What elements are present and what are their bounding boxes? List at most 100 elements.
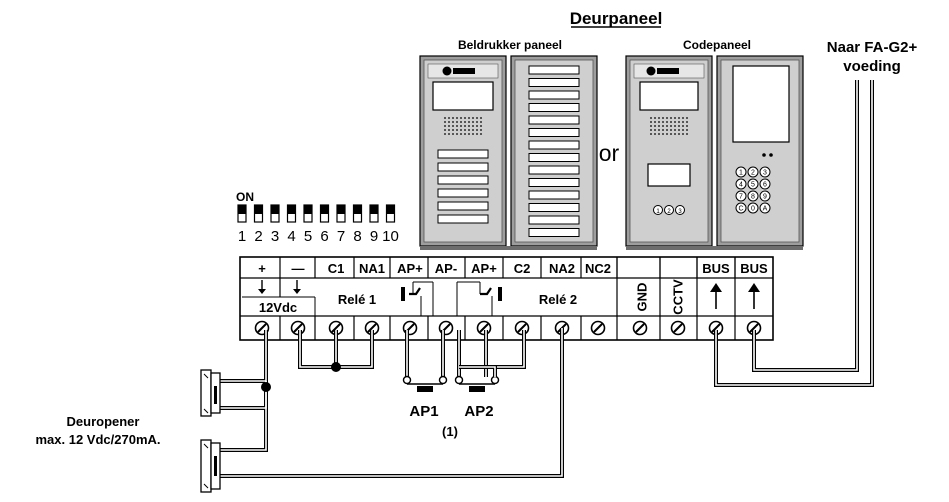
ap-note-label: (1)	[442, 424, 458, 439]
terminal-label: NC2	[585, 261, 611, 276]
display-window	[732, 65, 790, 143]
psu-label-line2: voeding	[843, 58, 901, 75]
call-buttons-right	[528, 65, 580, 237]
keypad-key-label: 0	[751, 206, 755, 213]
dip-switch-number: 9	[370, 228, 378, 245]
name-card-window	[647, 163, 691, 187]
terminal-label: AP-	[435, 261, 457, 276]
speaker-grille	[650, 117, 688, 135]
call-button	[528, 65, 580, 75]
keypad-key	[759, 190, 771, 202]
keypad-key	[735, 166, 747, 178]
keypad-key	[759, 202, 771, 214]
relay1-label: Relé 1	[338, 292, 376, 307]
call-buttons-left	[437, 149, 489, 224]
code-key	[675, 205, 685, 215]
code-key-label: 1	[656, 209, 660, 215]
terminal-label: NA1	[359, 261, 385, 276]
dip-switch-number: 1	[238, 228, 246, 245]
keypad-key-label: 2	[751, 170, 755, 177]
call-button	[528, 90, 580, 100]
terminal-label: NA2	[549, 261, 575, 276]
gnd-label: GND	[634, 283, 649, 312]
call-button	[528, 215, 580, 225]
keypad-key-label: 7	[739, 194, 743, 201]
code-key-label: 2	[667, 209, 671, 215]
door-opener-top	[200, 369, 221, 417]
call-button	[528, 178, 580, 187]
bus-terminal-label: BUS	[740, 261, 768, 276]
call-button	[528, 128, 580, 137]
keypad-key-label: 8	[751, 194, 755, 201]
call-button	[528, 228, 580, 237]
junction-dot	[261, 382, 271, 392]
keypad-key-label: 1	[739, 170, 743, 177]
keypad-key	[747, 166, 759, 178]
dip-switch-number: 6	[320, 228, 328, 245]
terminal-label: C1	[328, 261, 345, 276]
supply-label: 12Vdc	[259, 300, 297, 315]
door-opener-label: Deuropener	[67, 414, 140, 429]
bus-terminal-label: BUS	[702, 261, 730, 276]
keypad-key	[735, 202, 747, 214]
keypad-key-label: A	[763, 206, 768, 213]
call-button	[528, 203, 580, 212]
camera-window	[639, 81, 699, 111]
speaker-grille	[444, 117, 482, 135]
diagram-title: Deurpaneel	[570, 9, 663, 28]
keypad-key-label: C	[738, 206, 743, 213]
dip-switch-number: 3	[271, 228, 279, 245]
terminal-label: AP+	[397, 261, 423, 276]
dip-on-label: ON	[236, 190, 254, 204]
push-button-panel	[419, 55, 598, 250]
psu-label-line1: Naar FA-G2+	[827, 39, 918, 56]
ap2-button-icon	[469, 386, 485, 392]
relay2-label: Relé 2	[539, 292, 577, 307]
camera-window	[432, 81, 494, 111]
ap1-label: AP1	[409, 403, 438, 420]
call-button	[437, 149, 489, 159]
dip-switch-number: 2	[254, 228, 262, 245]
call-button	[528, 165, 580, 175]
call-button	[528, 190, 580, 200]
door-opener-spec: max. 12 Vdc/270mA.	[35, 432, 160, 447]
relay-contact-symbol	[456, 281, 502, 316]
keypad-key-label: 4	[739, 182, 743, 189]
ap1-button-icon	[417, 386, 433, 392]
push-button-panel-label: Beldrukker paneel	[458, 38, 562, 52]
keypad-key-label: 3	[763, 170, 767, 177]
code-panel-keys: 1 2 3	[653, 205, 685, 215]
terminal-label: C2	[514, 261, 531, 276]
ap2-label: AP2	[464, 403, 493, 420]
call-button	[528, 153, 580, 162]
keypad-key-label: 6	[763, 182, 767, 189]
terminal-label: +	[258, 261, 266, 276]
call-button	[528, 115, 580, 125]
keypad-key	[747, 202, 759, 214]
dip-switch-number: 4	[287, 228, 295, 245]
call-button	[528, 103, 580, 112]
keypad-key-label: 5	[751, 182, 755, 189]
keypad-key	[735, 178, 747, 190]
code-panel-label: Codepaneel	[683, 38, 751, 52]
wiring: AP1 AP2 (1)	[213, 80, 874, 478]
call-button	[528, 140, 580, 150]
call-button	[437, 214, 489, 224]
dip-switch-number: 5	[304, 228, 312, 245]
keypad-key	[747, 190, 759, 202]
code-key-label: 3	[678, 209, 682, 215]
call-button	[437, 175, 489, 185]
relay-contact-symbol	[401, 281, 434, 316]
keypad-key	[747, 178, 759, 190]
call-button	[437, 188, 489, 198]
or-label: or	[599, 140, 620, 166]
code-key	[664, 205, 674, 215]
dip-switch-number: 10	[382, 228, 399, 245]
door-opener-bottom	[200, 439, 221, 493]
call-button	[528, 78, 580, 87]
